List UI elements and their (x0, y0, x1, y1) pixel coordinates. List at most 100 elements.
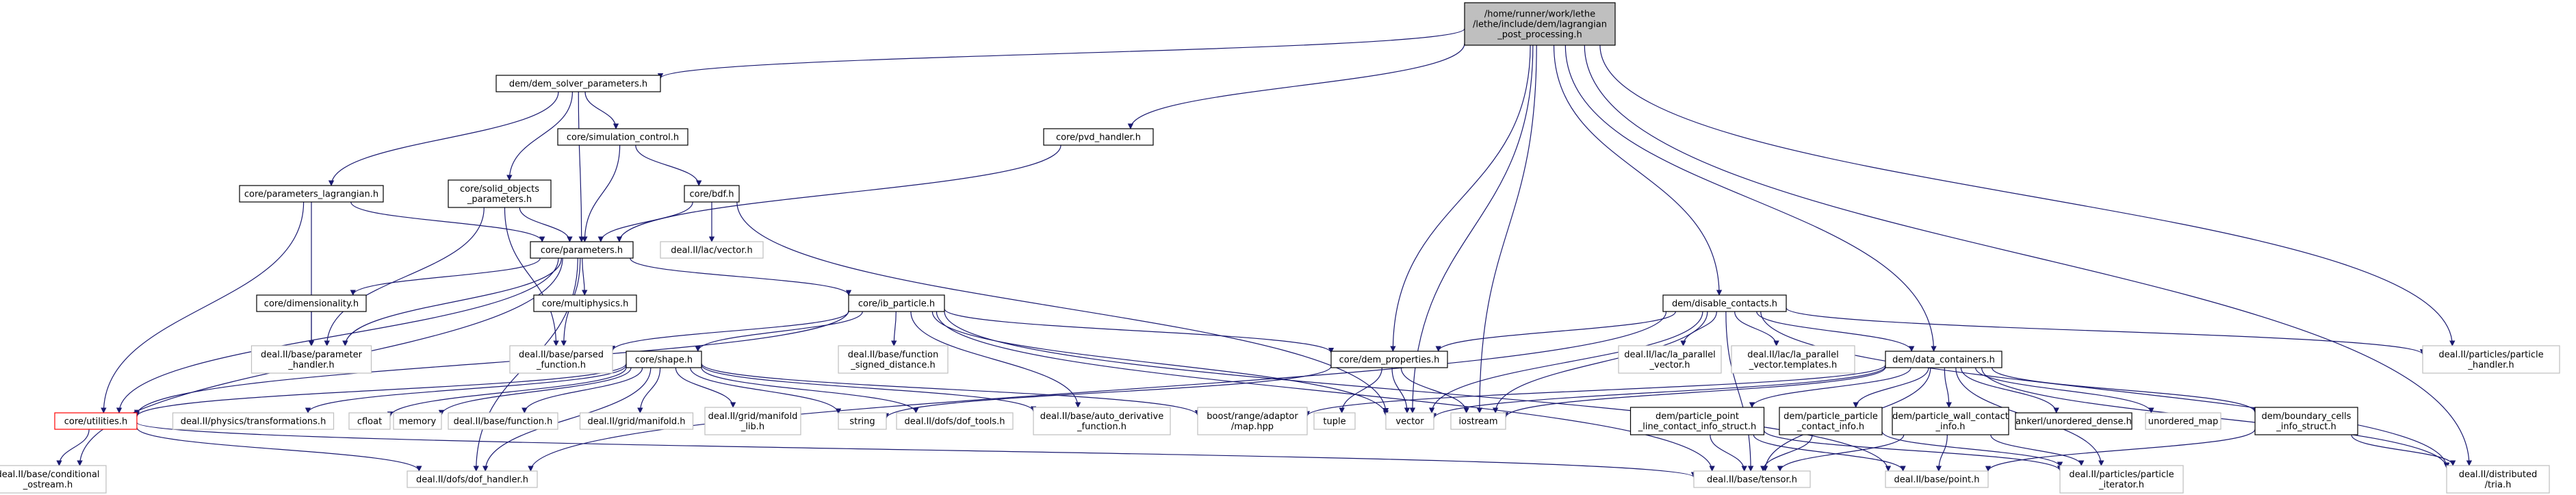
edge-data-containers-to-iostream (1502, 367, 1886, 418)
node-label: _vector.h (1649, 360, 1690, 370)
node-label: /lethe/include/dem/lagrangian (1473, 20, 1607, 30)
edge-parameters-to-ib-particle (630, 257, 852, 296)
node-ib-particle[interactable]: core/ib_particle.h (848, 294, 945, 312)
node-label: deal.II/lac/vector.h (671, 246, 753, 256)
node-box (684, 185, 740, 203)
node-label: deal.II/base/parsed (519, 350, 604, 360)
node-manifold-lib[interactable]: deal.II/grid/manifold_lib.h (704, 407, 801, 435)
node-label: _contact_info.h (1796, 422, 1864, 432)
node-string[interactable]: string (838, 412, 887, 430)
node-conditional-ostream[interactable]: deal.II/base/conditional_ostream.h (0, 465, 107, 494)
node-label: _signed_distance.h (850, 360, 936, 370)
edge-bdf-to-vector (736, 201, 1389, 414)
node-label: core/utilities.h (64, 417, 128, 427)
node-pvd-handler[interactable]: core/pvd_handler.h (1043, 128, 1154, 146)
edge-ib-particle-to-shape (695, 311, 863, 352)
edge-disable-contacts-to-la-parallel-vector-templates (1734, 311, 1779, 346)
node-box (1464, 2, 1616, 46)
node-particle-wall[interactable]: dem/particle_wall_contact_info.h (1892, 407, 2009, 435)
node-iostream[interactable]: iostream (1450, 412, 1506, 430)
node-root[interactable]: /home/runner/work/lethe/lethe/include/de… (1464, 2, 1616, 46)
node-memory[interactable]: memory (393, 412, 442, 430)
node-ankerl[interactable]: ankerl/unordered_dense.h (2015, 412, 2133, 430)
node-label: dem/disable_contacts.h (1672, 299, 1777, 309)
node-parameters-lagrangian[interactable]: core/parameters_lagrangian.h (239, 185, 384, 203)
node-label: /home/runner/work/lethe (1484, 10, 1595, 20)
edge-parameters-lagrangian-to-parameters (350, 201, 545, 242)
node-label: dem/dem_solver_parameters.h (509, 79, 647, 90)
node-label: _iterator.h (2098, 480, 2144, 490)
node-auto-derivative[interactable]: deal.II/base/auto_derivative_function.h (1033, 407, 1171, 435)
edge-disable-contacts-to-la-parallel-vector (1680, 311, 1717, 346)
node-box (1885, 470, 1989, 488)
node-tuple[interactable]: tuple (1313, 412, 1356, 430)
edge-ib-particle-to-auto-derivative (910, 311, 1081, 408)
edge-ib-particle-to-vector (931, 311, 1389, 416)
edge-shape-to-base-function (521, 367, 643, 414)
node-physics-transformations[interactable]: deal.II/physics/transformations.h (172, 412, 335, 430)
node-vector[interactable]: vector (1385, 412, 1434, 430)
edge-data-containers-to-vector (1430, 366, 1886, 419)
edge-simulation-control-to-parameters (582, 144, 621, 242)
node-box (838, 345, 949, 374)
node-solid-objects-parameters[interactable]: core/solid_objects_parameters.h (448, 179, 552, 208)
node-label: cfloat (357, 417, 382, 427)
edge-boundary-cells-to-tria (2351, 434, 2456, 466)
node-dof-handler[interactable]: deal.II/dofs/dof_handler.h (407, 470, 538, 488)
node-particle-point-line[interactable]: dem/particle_point_line_contact_info_str… (1630, 407, 1765, 435)
node-box (1779, 407, 1883, 435)
node-shape[interactable]: core/shape.h (626, 351, 702, 368)
node-boost-map[interactable]: boost/range/adaptor/map.hpp (1197, 407, 1308, 435)
node-dem-properties[interactable]: core/dem_properties.h (1330, 351, 1448, 368)
edge-shape-to-cfloat (387, 367, 627, 418)
node-la-parallel-vector[interactable]: deal.II/lac/la_parallel_vector.h (1618, 345, 1722, 374)
node-dem-solver-parameters[interactable]: dem/dem_solver_parameters.h (495, 75, 661, 92)
node-tensor[interactable]: deal.II/base/tensor.h (1693, 470, 1811, 488)
node-box (1693, 470, 1811, 488)
node-tria[interactable]: deal.II/distributed/tria.h (2446, 465, 2550, 494)
edge-disable-contacts-to-tria (1760, 311, 2450, 468)
node-dimensionality[interactable]: core/dimensionality.h (256, 294, 367, 312)
edge-data-containers-to-particle-point-line (1749, 367, 1911, 408)
node-label: deal.II/grid/manifold (708, 411, 798, 422)
node-point[interactable]: deal.II/base/point.h (1885, 470, 1989, 488)
node-box (509, 345, 613, 374)
node-la-parallel-vector-templates[interactable]: deal.II/lac/la_parallel_vector.templates… (1731, 345, 1855, 374)
node-bdf[interactable]: core/bdf.h (684, 185, 740, 203)
node-label: deal.II/base/conditional (0, 470, 100, 480)
node-particle-particle[interactable]: dem/particle_particle_contact_info.h (1779, 407, 1883, 435)
node-cfloat[interactable]: cfloat (348, 412, 391, 430)
node-label: boost/range/adaptor (1207, 411, 1298, 422)
node-multiphysics[interactable]: core/multiphysics.h (533, 294, 637, 312)
node-box (1313, 412, 1356, 430)
edge-simulation-control-to-bdf (635, 144, 702, 186)
edge-utilities-to-dof-handler (136, 427, 422, 472)
node-box (1892, 407, 2009, 435)
node-data-containers[interactable]: dem/data_containers.h (1885, 351, 2002, 368)
edge-dem-solver-parameters-to-parameters-lagrangian (328, 91, 559, 186)
node-particle-handler[interactable]: deal.II/particles/particle_handler.h (2422, 345, 2560, 374)
node-box (256, 294, 367, 312)
edge-shape-to-dof-tools (701, 367, 919, 414)
node-function-signed-distance[interactable]: deal.II/base/function_signed_distance.h (838, 345, 949, 374)
edge-disable-contacts-to-tensor (1725, 311, 1754, 472)
node-parsed-function[interactable]: deal.II/base/parsed_function.h (509, 345, 613, 374)
node-parameters[interactable]: core/parameters.h (530, 241, 634, 259)
node-dof-tools[interactable]: deal.II/dofs/dof_tools.h (896, 412, 1014, 430)
node-unordered-map[interactable]: unordered_map (2145, 412, 2221, 430)
node-label: vector (1395, 417, 1424, 427)
node-base-function[interactable]: deal.II/base/function.h (448, 412, 558, 430)
edge-disable-contacts-to-particle-handler (1786, 307, 2425, 355)
node-simulation-control[interactable]: core/simulation_control.h (557, 128, 688, 146)
node-grid-manifold[interactable]: deal.II/grid/manifold.h (579, 412, 694, 430)
node-utilities[interactable]: core/utilities.h (54, 412, 138, 430)
node-lac-vector[interactable]: deal.II/lac/vector.h (660, 241, 764, 259)
node-boundary-cells[interactable]: dem/boundary_cells_info_struct.h (2254, 407, 2358, 435)
node-disable-contacts[interactable]: dem/disable_contacts.h (1662, 294, 1787, 312)
node-particle-iterator[interactable]: deal.II/particles/particle_iterator.h (2059, 465, 2184, 494)
node-parameter-handler[interactable]: deal.II/base/parameter_handler.h (250, 345, 372, 374)
node-label: dem/boundary_cells (2262, 411, 2352, 422)
edge-ib-particle-to-tensor (936, 311, 1715, 472)
edge-ib-particle-to-dem-properties (944, 308, 1335, 354)
node-label: unordered_map (2148, 417, 2219, 427)
